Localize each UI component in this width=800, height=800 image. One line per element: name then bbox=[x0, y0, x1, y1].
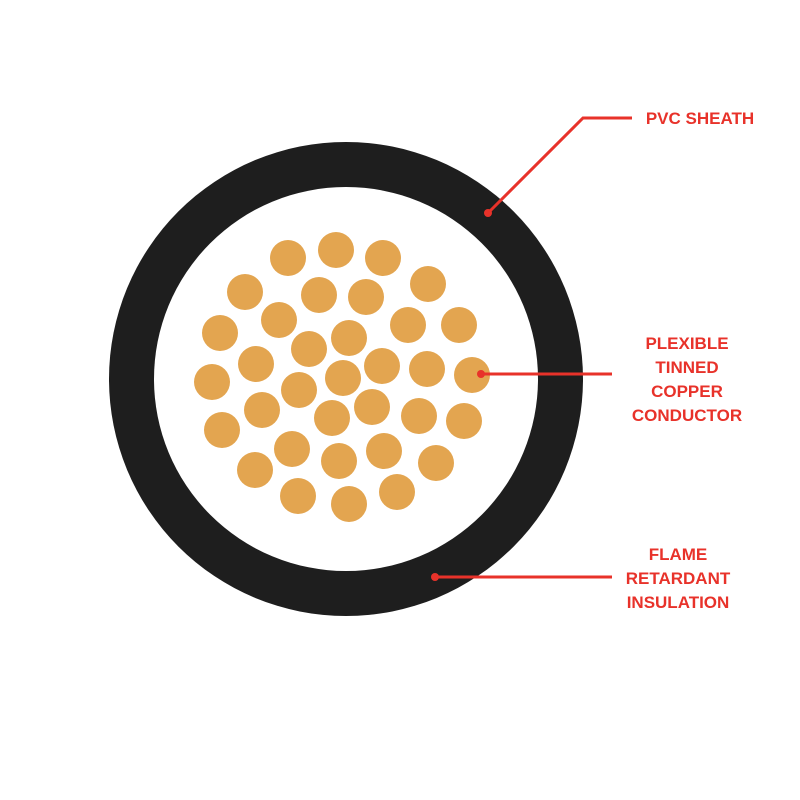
label-line: CONDUCTOR bbox=[631, 406, 743, 425]
copper-strand bbox=[325, 360, 361, 396]
copper-strand bbox=[410, 266, 446, 302]
leader-lines bbox=[431, 116, 632, 581]
conductor-strands bbox=[194, 232, 490, 522]
copper-strand bbox=[454, 357, 490, 393]
copper-strand bbox=[194, 364, 230, 400]
copper-strand bbox=[270, 240, 306, 276]
copper-strand bbox=[314, 400, 350, 436]
copper-strand bbox=[238, 346, 274, 382]
label-line: TINNED bbox=[655, 358, 719, 377]
leader-anchor-dot bbox=[477, 370, 485, 378]
label-line: COPPER bbox=[651, 382, 723, 401]
copper-strand bbox=[331, 486, 367, 522]
leader-line bbox=[486, 116, 632, 215]
copper-strand bbox=[379, 474, 415, 510]
copper-strand bbox=[409, 351, 445, 387]
copper-strand bbox=[354, 389, 390, 425]
insulation-leader bbox=[431, 573, 612, 581]
copper-strand bbox=[291, 331, 327, 367]
copper-strand bbox=[441, 307, 477, 343]
copper-strand bbox=[364, 348, 400, 384]
leader-anchor-dot bbox=[431, 573, 439, 581]
copper-strand bbox=[237, 452, 273, 488]
copper-strand bbox=[274, 431, 310, 467]
copper-strand bbox=[244, 392, 280, 428]
leader-anchor-dot bbox=[484, 209, 492, 217]
copper-strand bbox=[227, 274, 263, 310]
copper-strand bbox=[318, 232, 354, 268]
copper-strand bbox=[202, 315, 238, 351]
conductor-label: PLEXIBLE TINNED COPPER CONDUCTOR bbox=[617, 332, 757, 428]
pvc-sheath-leader bbox=[484, 116, 632, 217]
copper-strand bbox=[261, 302, 297, 338]
label-line: PVC SHEATH bbox=[645, 109, 755, 128]
label-line: FLAME bbox=[648, 545, 708, 564]
copper-strand bbox=[321, 443, 357, 479]
copper-strand bbox=[366, 433, 402, 469]
copper-strand bbox=[365, 240, 401, 276]
label-line: PLEXIBLE bbox=[645, 334, 729, 353]
copper-strand bbox=[301, 277, 337, 313]
label-line: INSULATION bbox=[626, 593, 730, 612]
copper-strand bbox=[401, 398, 437, 434]
copper-strand bbox=[204, 412, 240, 448]
copper-strand bbox=[348, 279, 384, 315]
pvc-sheath-label: PVC SHEATH bbox=[625, 107, 775, 131]
copper-strand bbox=[390, 307, 426, 343]
conductor-leader bbox=[477, 370, 612, 378]
copper-strand bbox=[280, 478, 316, 514]
insulation-label: FLAME RETARDANT INSULATION bbox=[618, 543, 738, 615]
copper-strand bbox=[446, 403, 482, 439]
copper-strand bbox=[331, 320, 367, 356]
copper-strand bbox=[281, 372, 317, 408]
label-line: RETARDANT bbox=[625, 569, 731, 588]
copper-strand bbox=[418, 445, 454, 481]
